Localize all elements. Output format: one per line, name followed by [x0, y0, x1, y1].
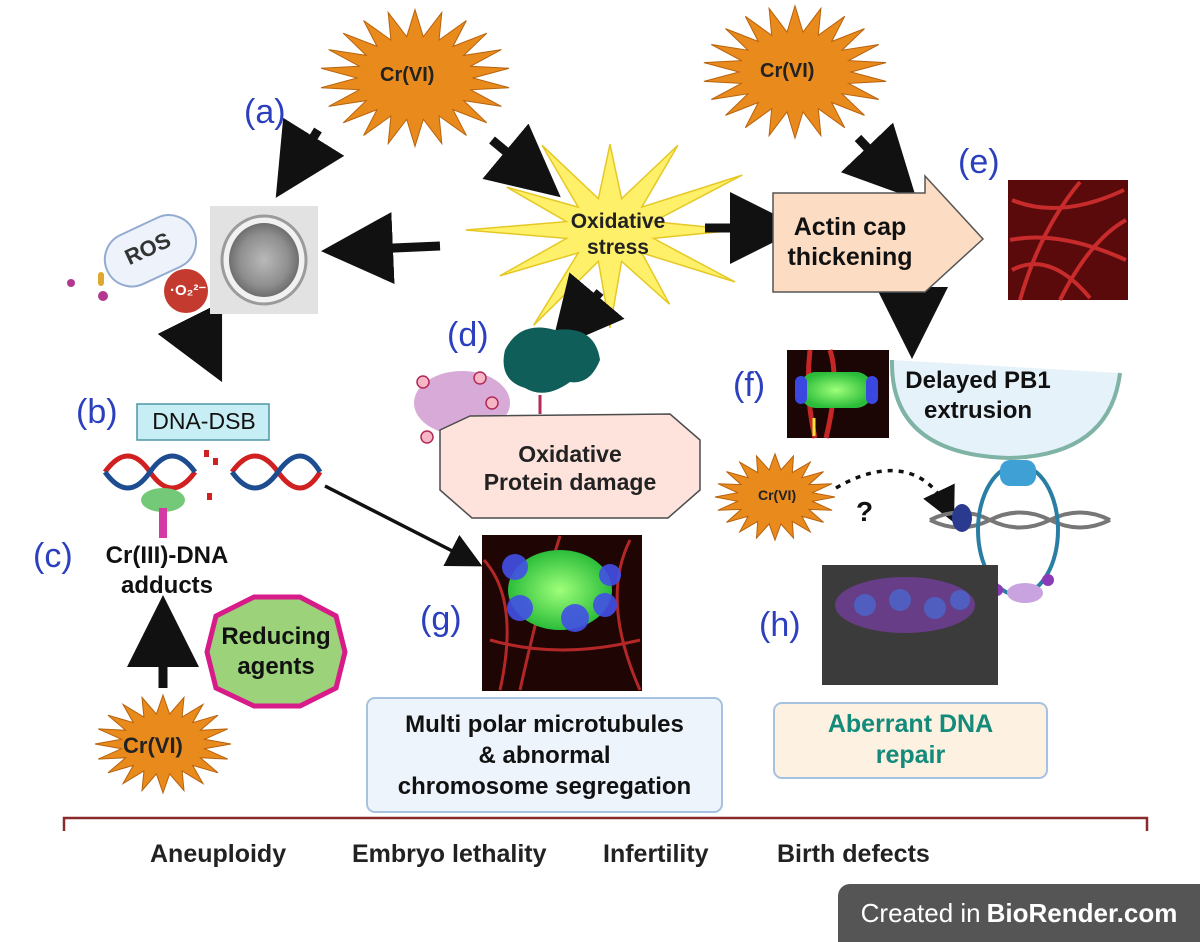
- pb1-line-2: extrusion: [923, 397, 1033, 424]
- repair-protein-bottom: [1007, 583, 1043, 603]
- adducts-line-2: adducts: [120, 572, 213, 599]
- adducts-label: Cr(III)-DNA adducts: [82, 540, 252, 602]
- ros-particle-3: [98, 272, 104, 286]
- microtubules-line-1: Multi polar microtubules: [405, 710, 684, 738]
- microtubules-line-2: & abnormal: [478, 741, 611, 769]
- pb1-line-1: Delayed PB1: [905, 367, 1051, 394]
- credit-prefix: Created in: [860, 897, 981, 928]
- protein-damage-label: Oxidative Protein damage: [450, 436, 690, 500]
- cr-label-top-left: Cr(VI): [380, 64, 435, 86]
- arrow-stress-to-protein: [550, 272, 625, 351]
- adducts-line-1: Cr(III)-DNA: [105, 542, 229, 569]
- repair-protein-top: [1000, 460, 1036, 486]
- microtubules-box: [366, 697, 723, 813]
- ros-particle-1: [67, 279, 75, 287]
- repair-image-nuclei: [854, 589, 970, 619]
- outcome-embryo-lethality: Embryo lethality: [352, 840, 547, 868]
- arrow-cr-to-stress: [482, 123, 561, 198]
- dna-repair-line-1: Aberrant DNA: [827, 710, 994, 738]
- spindle-chromosomes: [502, 554, 621, 632]
- actin-fibers: [1009, 180, 1127, 301]
- oxidative-stress-line-1: Oxidative: [570, 210, 666, 233]
- cr-label-top-right: Cr(VI): [760, 60, 815, 82]
- adduct-pin: [159, 508, 167, 538]
- dna-repair-line-2: repair: [875, 741, 946, 769]
- dna-repair-label: Aberrant DNA repair: [774, 705, 1047, 775]
- panel-label-h: (h): [759, 606, 801, 644]
- protein-blob-teal: [503, 327, 600, 393]
- arrow-cr-to-repair-dashed: [835, 469, 955, 523]
- cr-star-top-left: [320, 7, 510, 149]
- protein-damage-line-1: Oxidative: [518, 441, 622, 467]
- panel-label-a: (a): [244, 93, 286, 131]
- actin-cap-line-1: Actin cap: [793, 213, 907, 241]
- ros-particle-2: [98, 291, 108, 301]
- reducing-agents-line-2: agents: [237, 653, 315, 680]
- actin-cap-line-2: thickening: [787, 243, 913, 271]
- outcome-birth-defects: Birth defects: [777, 840, 930, 868]
- outcome-bracket: [62, 816, 1149, 831]
- ros-bubble: [103, 214, 198, 288]
- biorender-credit[interactable]: Created in BioRender.com: [838, 884, 1200, 942]
- panel-label-g: (g): [420, 600, 462, 638]
- dna-repair-box: [773, 702, 1048, 779]
- reducing-agents-label: Reducing agents: [210, 612, 342, 692]
- panel-label-d: (d): [447, 316, 489, 354]
- outcome-infertility: Infertility: [603, 840, 709, 868]
- arrow-dna-to-spindle: [324, 484, 483, 567]
- arrow-cr-to-ros: [275, 117, 345, 198]
- pb1-label: Delayed PB1 extrusion: [888, 364, 1068, 428]
- oocyte-body: [229, 223, 299, 297]
- dna-helix: [102, 453, 323, 491]
- oxidative-stress-line-2: stress: [587, 236, 649, 259]
- dna-breaks: [204, 450, 218, 500]
- panel-label-c: (c): [33, 537, 73, 575]
- panel-label-b: (b): [76, 393, 118, 431]
- outcome-aneuploidy: Aneuploidy: [150, 840, 287, 868]
- arrow-stress-to-egg: [321, 212, 441, 285]
- cr-star-middle: [714, 452, 836, 542]
- microtubules-label: Multi polar microtubules & abnormal chro…: [367, 703, 722, 807]
- protein-damage-line-2: Protein damage: [483, 469, 657, 495]
- superoxide-label: ·O₂²⁻: [170, 282, 207, 299]
- microtubules-line-3: chromosome segregation: [397, 772, 692, 800]
- actin-cap-box: [772, 174, 985, 293]
- unknown-link-label: ?: [856, 496, 874, 527]
- reducing-agents-octagon: [204, 594, 348, 709]
- actin-cap-label: Actin cap thickening: [780, 205, 920, 279]
- oxidative-stress-label: Oxidative stress: [548, 205, 688, 265]
- panel-label-e: (e): [958, 143, 1000, 181]
- repair-dot-1: [1042, 574, 1054, 586]
- reducing-agents-line-1: Reducing: [221, 623, 331, 650]
- dna-dsb-box: [136, 403, 270, 441]
- pb1-chromosomes-right: [866, 376, 878, 404]
- arrow-cr-to-actin: [840, 122, 917, 200]
- pb1-spindle: [800, 372, 872, 408]
- arrow-ros-to-dna: [157, 301, 223, 383]
- pb1-chromosomes-left: [795, 376, 807, 404]
- cr-star-bottom-left: [94, 693, 232, 795]
- protein-bursts: [416, 371, 499, 444]
- dna-dsb-label: DNA-DSB: [152, 408, 256, 434]
- credit-brand: BioRender.com: [986, 897, 1178, 928]
- pb1-curve: [889, 359, 1122, 461]
- protein-damage-box: [439, 413, 701, 519]
- spindle-actin: [482, 535, 642, 691]
- panel-label-f: (f): [733, 366, 766, 404]
- cr-label-middle: Cr(VI): [758, 487, 797, 503]
- cr-star-top-right: [703, 4, 887, 140]
- cr-label-bottom-left: Cr(VI): [123, 733, 183, 758]
- adduct-green: [141, 488, 185, 512]
- repair-protein-left: [952, 504, 972, 532]
- superoxide-circle: [164, 269, 208, 313]
